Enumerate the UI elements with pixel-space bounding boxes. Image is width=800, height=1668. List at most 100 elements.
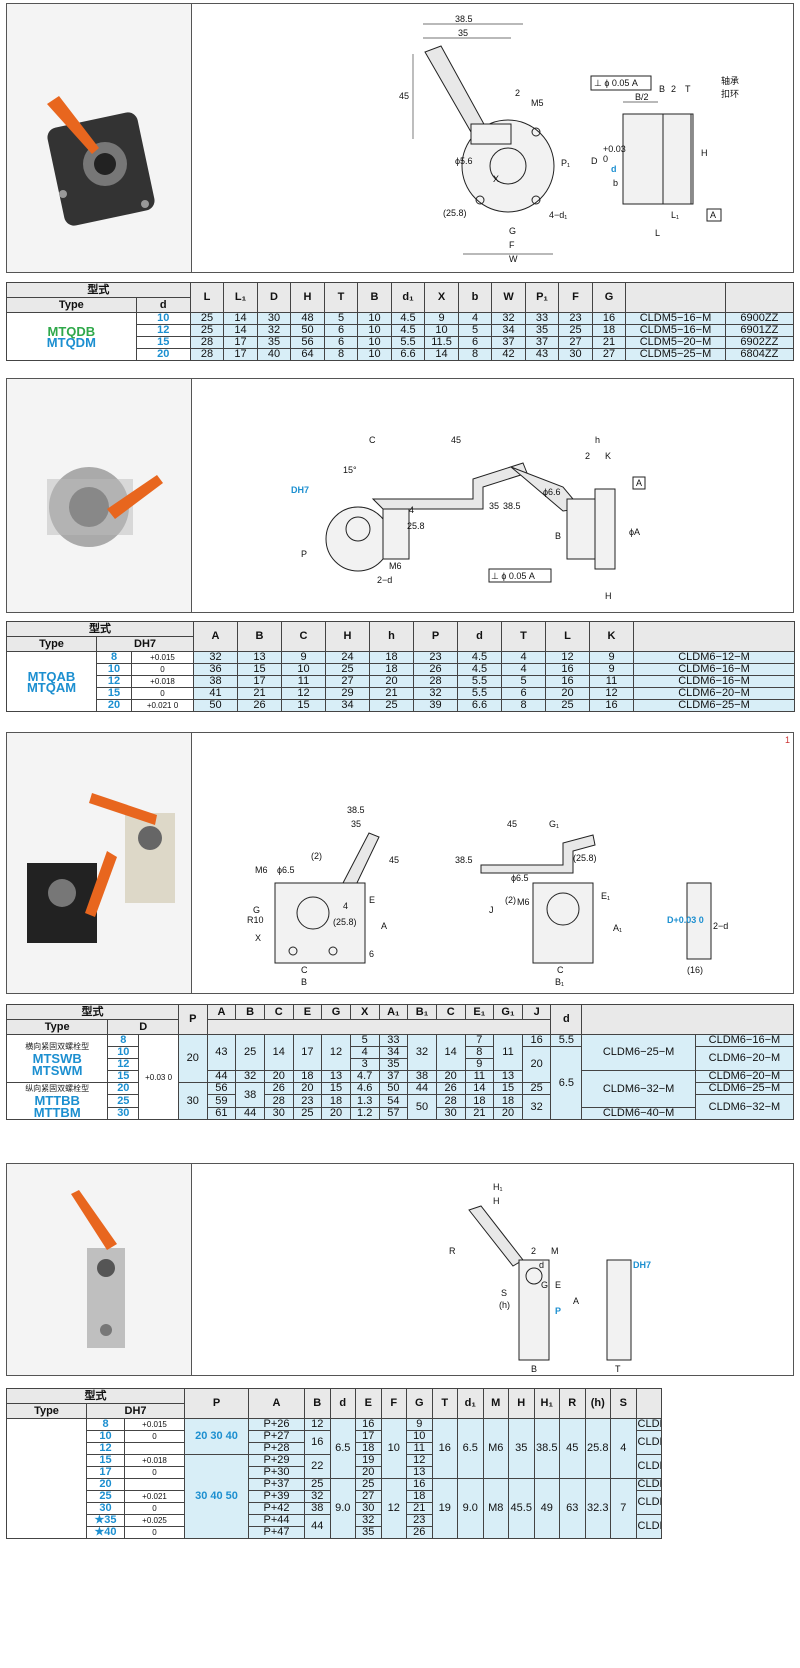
cell-s3-rows-1-A1: 34 xyxy=(378,1046,409,1059)
cell-s4-head-cols-9: M xyxy=(482,1388,510,1419)
cell-s1-rows-1-v-6: 4.5 xyxy=(390,324,426,337)
cell-s3-rows-6-E: 25 xyxy=(292,1107,323,1120)
cell-s3-rows-5-B1: 50 xyxy=(407,1094,437,1120)
cell-s4-rows-2-tol xyxy=(123,1442,186,1455)
cell-s4-B12: 16 xyxy=(304,1430,331,1455)
section-mtqab-drawing: C 45 15° DH7 25.8 4 35 38.5 P M6 2−d h 2… xyxy=(6,378,794,613)
cell-s2-rows-1-v-2: 10 xyxy=(281,663,327,676)
cell-s2-rows-1-v-5: 26 xyxy=(413,663,459,676)
cell-s3-rows-4-B: 38 xyxy=(235,1082,265,1108)
cell-s4-g2-F: 12 xyxy=(380,1478,408,1539)
cell-s1-rows-3-v-5: 10 xyxy=(357,348,392,361)
cell-s2-head-cols-2: C xyxy=(281,621,327,652)
cell-s3-rows-4-J: 25 xyxy=(521,1082,552,1095)
cell-s3-rows-4-A: 56 xyxy=(206,1082,237,1095)
dim-4: 4 xyxy=(409,505,414,515)
cell-s3-rows-1-X: 4 xyxy=(349,1046,380,1059)
label-d1: 4−d₁ xyxy=(549,210,567,220)
cell-s3-labels-dtol: D+0.03 0 xyxy=(667,915,704,925)
cell-s2-rows-0-v-9: 9 xyxy=(589,651,635,664)
cell-s2-rows-3-v-4: 21 xyxy=(369,687,415,700)
cell-s1-rows-2-v-5: 10 xyxy=(357,336,392,349)
col-W: W xyxy=(491,282,526,313)
cell-s3-rows-5-A: 59 xyxy=(206,1094,237,1108)
cell-s4-rows-4-A: P+30 xyxy=(248,1466,306,1479)
cell-s1-rows-2-d: 15 xyxy=(135,336,191,349)
cell-s1-rows-3-v-6: 6.6 xyxy=(390,348,426,361)
cell-s1-rows-1-v-11: 25 xyxy=(558,324,593,337)
cell-s3-rows-6-C: 30 xyxy=(263,1107,294,1120)
cell-s2-rows-3-v-3: 29 xyxy=(325,687,371,700)
cell-s2-types-1: MTQAM xyxy=(26,679,77,695)
cell-s4-rows-8-tol: +0.025 xyxy=(123,1514,186,1527)
cell-s3-rows-3-G: 13 xyxy=(321,1070,351,1083)
cell-s1-rows-2-v-11: 27 xyxy=(558,336,593,349)
cell-s1-rows-1-v-10: 35 xyxy=(524,324,560,337)
table-cell xyxy=(6,1418,87,1539)
cell-s1-rows-3-v-3: 64 xyxy=(290,348,325,361)
cell-s1-rows-1-v-7: 10 xyxy=(424,324,459,337)
cell-s3-types1-0: MTSWB xyxy=(32,1050,82,1066)
cell-s4-labels-h1: H₁ xyxy=(493,1182,503,1192)
cell-s1-rows-0-v-1: 14 xyxy=(223,312,258,325)
cell-s4-labels-m: M xyxy=(551,1246,559,1256)
cell-s3-labels-m6: M6 xyxy=(255,865,268,875)
cell-s3-rows-5-X: 1.3 xyxy=(349,1094,380,1108)
tol-plus: +0.03 xyxy=(603,144,626,154)
cell-s2-rows-2-d: 12 xyxy=(96,675,132,688)
cell-s4-g1-R: 45 xyxy=(559,1418,586,1479)
cell-s3-rows-4-X: 4.6 xyxy=(349,1082,380,1095)
cell-s3-types1-1: MTSWM xyxy=(31,1062,83,1078)
dim-35: 35 xyxy=(458,28,468,38)
col-L1: L₁ xyxy=(223,282,258,313)
cell-s3-note1: 横向紧固双螺栓型 xyxy=(25,1041,90,1051)
clamp-lever-photo xyxy=(47,96,155,226)
cell-s4-rows-5-A: P+37 xyxy=(248,1478,306,1491)
cell-s4-g2-S: 7 xyxy=(610,1478,637,1539)
label-bearing: 轴承 xyxy=(721,75,739,86)
cell-s3-rows-3-B1: 38 xyxy=(407,1070,437,1083)
cell-s3-tol: +0.03 0 xyxy=(138,1034,179,1120)
dim-phi-a: ϕA xyxy=(629,527,640,537)
cell-s3-rows-5-E: 23 xyxy=(292,1094,323,1108)
cell-s2-rows-0-tol: +0.015 xyxy=(130,651,195,664)
cell-s1-rows-1-v-4: 6 xyxy=(323,324,359,337)
cell-s3-rows-5-C: 28 xyxy=(263,1094,294,1108)
cell-s3-head-cols-9: E₁ xyxy=(464,1004,495,1020)
cell-s4-g2-H: 45.5 xyxy=(508,1478,535,1539)
cell-s4-g1-S: 4 xyxy=(610,1418,637,1479)
cell-s3-rows-1-J: 20 xyxy=(521,1046,552,1083)
cell-s2-rows-1-d: 10 xyxy=(96,663,132,676)
cell-s4-labels-e: E xyxy=(555,1280,561,1290)
cell-s3-P-1: 30 xyxy=(177,1082,208,1120)
cell-s3-rows-3-E1: 11 xyxy=(464,1070,495,1083)
cell-s3-labels-d258b: (25.8) xyxy=(573,853,597,863)
cell-s2-rows-4-v-5: 39 xyxy=(413,699,459,712)
cell-s2-rows-0-v-3: 24 xyxy=(325,651,371,664)
cell-s3-rows-5-A1: 54 xyxy=(378,1094,409,1108)
dim-d: d xyxy=(611,164,617,174)
cell-s1-rows-3-v-7: 14 xyxy=(424,348,459,361)
cell-s4-rows-0-E: 16 xyxy=(355,1418,382,1431)
cell-s4-rows-1-G: 10 xyxy=(406,1430,433,1443)
cell-s2-rows-1-v-0: 36 xyxy=(193,663,239,676)
cell-s4-rows-0-d: 8 xyxy=(86,1418,125,1431)
cell-s1-rows-3-v-12: 27 xyxy=(591,348,627,361)
cell-s4-rows-9-tol: 0 xyxy=(123,1526,186,1539)
cell-s3-rows-6-G1: 20 xyxy=(493,1107,523,1120)
cell-s3-rows-5-C2: 28 xyxy=(435,1094,466,1108)
cell-s1-rows-0-v-9: 32 xyxy=(491,312,526,325)
cell-s4-rows-3-tol: +0.018 xyxy=(123,1454,186,1467)
cell-s1-rows-0-d: 10 xyxy=(135,312,191,325)
cell-s3-labels-cb: C xyxy=(557,965,564,975)
cell-s4-head-cols-14: S xyxy=(610,1388,637,1419)
cell-s3-labels-d2b: (2) xyxy=(505,895,516,905)
cell-s3-head-cols-6: A₁ xyxy=(378,1004,409,1020)
cell-s4-rows-0-tol: +0.015 xyxy=(123,1418,186,1431)
section-mtqdb-drawing: 38.5 35 45 2 M5 ϕ5.6 P₁ 4−d₁ (25.8) G F … xyxy=(6,3,794,273)
cell-s3-rows-4-E1: 14 xyxy=(464,1082,495,1095)
cell-s4-labels-a: A xyxy=(573,1296,579,1306)
col-L: L xyxy=(189,282,225,313)
cell-s3-rows-4-E: 20 xyxy=(292,1082,323,1095)
cell-s2-rows-0-v-0: 32 xyxy=(193,651,239,664)
